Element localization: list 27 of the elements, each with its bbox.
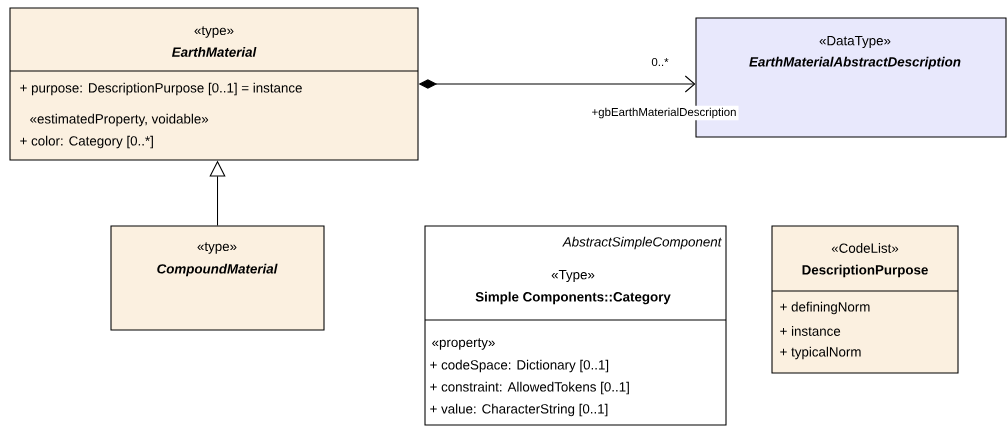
- attribute-text: + codeSpace: Dictionary [0..1]: [430, 359, 609, 373]
- stereotype-label: «property»: [432, 338, 495, 350]
- class-box: [771, 225, 959, 374]
- attribute-text: + purpose: DescriptionPurpose [0..1] = instance: [20, 82, 302, 96]
- stereotype-label: «type»: [197, 242, 237, 254]
- stereotype-label: «estimatedProperty, voidable»: [30, 113, 209, 127]
- class-box: [424, 225, 727, 426]
- edge-label: +gbEarthMaterialDescription: [589, 105, 739, 121]
- attribute-text: + value: CharacterString [0..1]: [430, 403, 608, 417]
- attribute-text: + typicalNorm: [780, 346, 861, 360]
- attribute-text: + instance: [780, 326, 841, 336]
- attribute-text: + color: Category [0..*]: [20, 135, 153, 149]
- class-name: EarthMaterial: [172, 47, 257, 57]
- stereotype-label: «Type»: [551, 270, 595, 282]
- attribute-text: + constraint: AllowedTokens [0..1]: [430, 381, 629, 395]
- multiplicity-label: 0..*: [651, 57, 669, 67]
- stereotype-label: AbstractSimpleComponent: [562, 236, 722, 250]
- stereotype-label: «DataType»: [819, 36, 891, 48]
- class-box: [110, 225, 325, 331]
- class-name: CompoundMaterial: [157, 263, 278, 277]
- attribute-text: + definingNorm: [780, 301, 870, 315]
- class-name: Simple Components::Category: [475, 291, 671, 305]
- class-name: DescriptionPurpose: [802, 264, 928, 278]
- class-box: [9, 7, 419, 161]
- class-name: EarthMaterialAbstractDescription: [749, 56, 961, 70]
- stereotype-label: «CodeList»: [831, 243, 899, 253]
- stereotype-label: «type»: [194, 26, 234, 38]
